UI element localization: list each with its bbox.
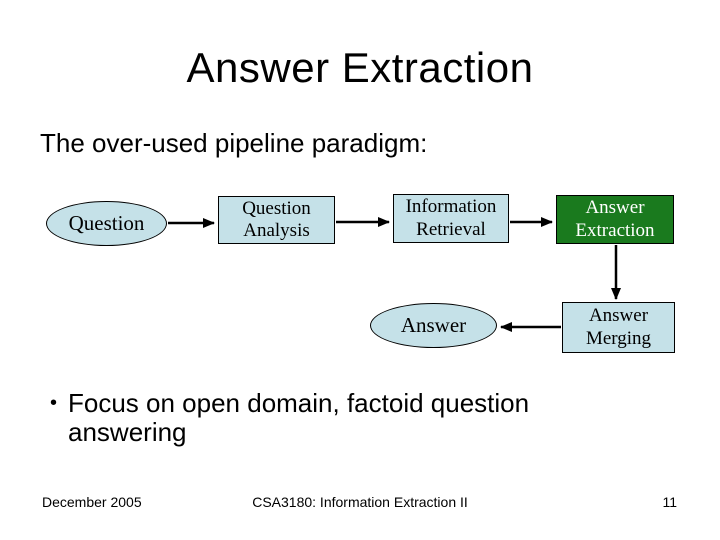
node-label-line2: Retrieval bbox=[416, 218, 486, 240]
page-title: Answer Extraction bbox=[186, 44, 534, 91]
subtitle-text: The over-used pipeline paradigm: bbox=[40, 128, 428, 158]
diagram-node-information-retrieval: Information Retrieval bbox=[393, 194, 509, 243]
bullet-item: • Focus on open domain, factoid question… bbox=[50, 389, 568, 447]
bullet-text: Focus on open domain, factoid question a… bbox=[68, 388, 530, 447]
node-label-line1: Answer bbox=[585, 197, 645, 219]
footer-page-number: 11 bbox=[662, 494, 677, 510]
footer-course-title: CSA3180: Information Extraction II bbox=[252, 494, 468, 510]
diagram-node-answer-merging: Answer Merging bbox=[562, 302, 675, 353]
node-label-line2: Analysis bbox=[243, 220, 310, 241]
bullet-marker: • bbox=[50, 392, 58, 414]
node-label-line1: Question bbox=[242, 198, 311, 220]
node-label: Question bbox=[68, 211, 145, 236]
node-label-line1: Information bbox=[405, 196, 497, 218]
node-label-line1: Answer bbox=[588, 305, 649, 327]
node-label: Answer bbox=[400, 313, 467, 338]
diagram-node-answer-extraction: Answer Extraction bbox=[556, 195, 674, 244]
diagram-node-question-analysis: Question Analysis bbox=[218, 196, 335, 244]
node-label-line2: Merging bbox=[585, 328, 652, 349]
node-label-line2: Extraction bbox=[575, 219, 655, 241]
footer-date: December 2005 bbox=[42, 494, 142, 510]
diagram-node-question: Question bbox=[46, 201, 167, 246]
diagram-node-answer: Answer bbox=[370, 303, 497, 348]
